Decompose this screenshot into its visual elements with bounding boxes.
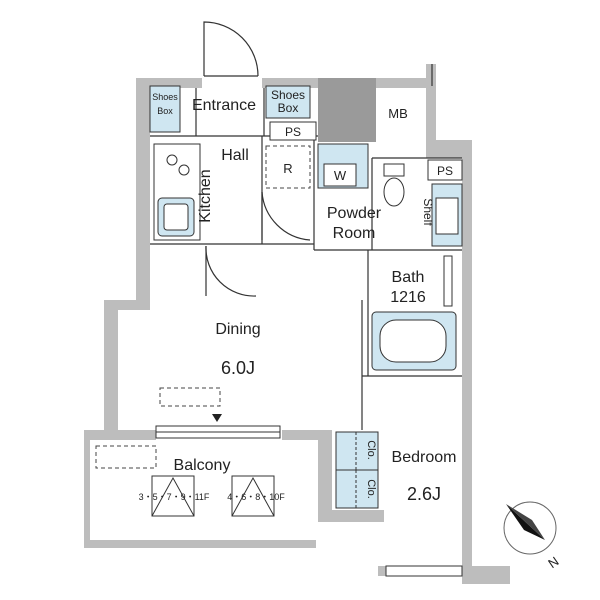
balcony-window <box>155 425 281 439</box>
toilet-icon <box>383 163 405 207</box>
evacuation-hatch-odd <box>151 475 195 517</box>
mb-label: MB <box>388 106 408 121</box>
room-size-dining: 6.0J <box>221 358 255 378</box>
room-size-bath: 1216 <box>390 289 426 306</box>
ps-entrance: PS <box>269 121 317 141</box>
room-size-bedroom: 2.6J <box>407 484 441 504</box>
bathtub <box>371 255 457 371</box>
svg-text:PS: PS <box>285 125 301 139</box>
room-label-entrance: Entrance <box>192 97 256 114</box>
shoes-box-right: Shoes Box <box>265 85 311 119</box>
svg-text:PS: PS <box>437 164 453 178</box>
svg-text:Shoes: Shoes <box>152 92 178 102</box>
compass-north-label: N <box>545 553 561 571</box>
room-label-powder-1: Powder <box>327 205 382 222</box>
evacuation-hatch-even <box>231 475 275 517</box>
floor-note-even: 4・6・8・10F <box>227 492 285 502</box>
room-label-powder-2: Room <box>333 225 376 242</box>
closet-bottom: Clo. <box>335 469 379 509</box>
ac-unit <box>159 387 221 407</box>
washer: W <box>317 143 369 189</box>
svg-text:W: W <box>334 168 347 183</box>
room-label-kitchen: Kitchen <box>197 169 214 222</box>
outdoor-unit <box>95 445 157 469</box>
stove-burner-icon <box>166 154 178 166</box>
closet-top: Clo. <box>335 431 379 471</box>
shoes-box-left: Shoes Box <box>149 85 181 133</box>
svg-text:Shoes: Shoes <box>271 88 305 102</box>
floor-note-odd: 3・5・7・9・11F <box>139 492 210 502</box>
arrow-down-icon <box>212 414 222 422</box>
kitchen-counter <box>153 143 201 241</box>
shelf: Shelf <box>421 183 463 247</box>
compass-icon: N <box>503 501 562 571</box>
room-label-hall: Hall <box>221 147 249 164</box>
room-label-dining: Dining <box>215 321 260 338</box>
refrigerator: R <box>265 145 311 189</box>
svg-text:Clo.: Clo. <box>365 440 377 460</box>
doors <box>203 21 433 297</box>
svg-text:R: R <box>283 161 292 176</box>
room-label-bedroom: Bedroom <box>392 449 457 466</box>
ps-powder: PS <box>427 159 463 181</box>
svg-text:Box: Box <box>157 106 173 116</box>
stove-burner-icon <box>178 164 190 176</box>
svg-text:Shelf: Shelf <box>421 198 435 226</box>
room-label-bath: Bath <box>392 269 425 286</box>
svg-text:Clo.: Clo. <box>365 479 377 499</box>
svg-text:Box: Box <box>278 101 299 115</box>
bedroom-window <box>385 565 463 577</box>
room-label-balcony: Balcony <box>174 457 231 474</box>
